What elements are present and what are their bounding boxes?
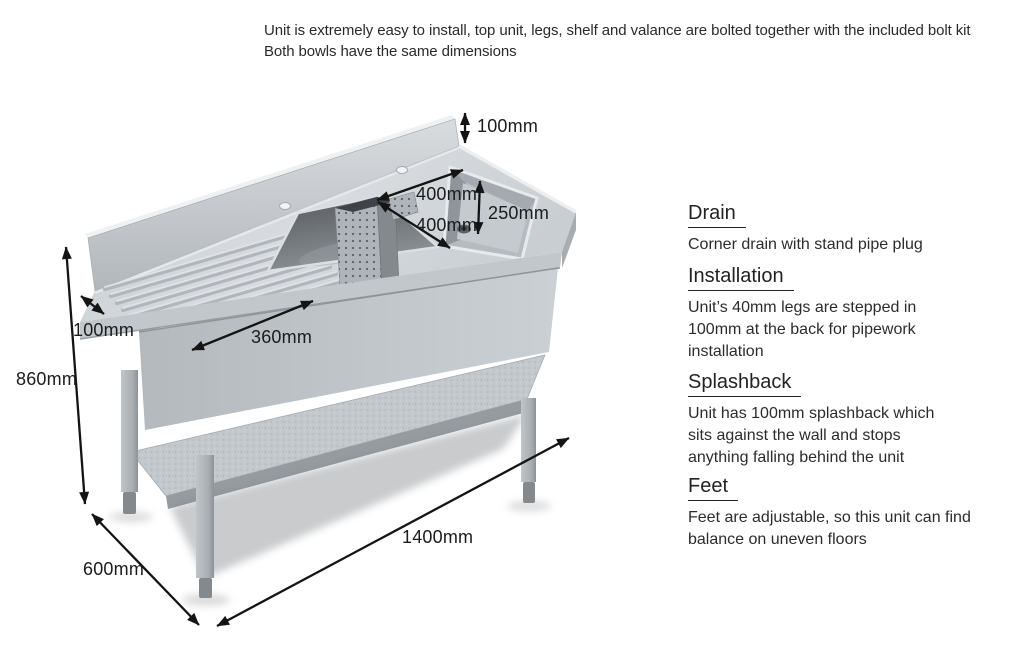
dim-label-unit-height: 860mm	[16, 369, 78, 389]
left-back-leg	[121, 370, 138, 514]
note-heading-drain: Drain	[688, 202, 746, 228]
dim-label-back-leg-inset: 100mm	[73, 320, 135, 340]
right-front-leg	[521, 398, 536, 503]
note-body-installation: Unit’s 40mm legs are stepped in 100mm at…	[688, 299, 917, 360]
dim-label-bowl-length: 400mm	[416, 215, 478, 235]
dim-line-bowl-length	[377, 201, 451, 249]
dim-line-unit-length	[216, 436, 570, 628]
note-feet: Feet Feet are adjustable, so this unit c…	[688, 475, 973, 551]
dim-label-unit-length: 1400mm	[402, 527, 474, 547]
intro-line-2: Both bowls have the same dimensions	[264, 43, 517, 60]
note-heading-installation: Installation	[688, 265, 794, 291]
left-front-leg	[196, 455, 214, 598]
dim-line-unit-height	[61, 246, 90, 505]
note-drain: Drain Corner drain with stand pipe plug	[688, 202, 973, 256]
note-installation: Installation Unit’s 40mm legs are steppe…	[688, 265, 938, 363]
dim-label-unit-depth: 600mm	[83, 559, 145, 579]
note-splashback: Splashback Unit has 100mm splashback whi…	[688, 371, 938, 469]
dim-line-bowl-depth	[473, 180, 485, 235]
note-heading-feet: Feet	[688, 475, 739, 501]
intro-paragraph: Unit is extremely easy to install, top u…	[264, 20, 1014, 62]
dim-line-unit-depth	[91, 513, 200, 626]
dimension-lines	[61, 112, 570, 628]
note-body-feet: Feet are adjustable, so this unit can fi…	[688, 509, 971, 548]
note-heading-splashback: Splashback	[688, 371, 802, 397]
dim-line-drainer-length	[191, 299, 314, 352]
dim-label-splashback-height: 100mm	[477, 116, 539, 136]
dim-line-bowl-width	[376, 168, 464, 202]
intro-line-1: Unit is extremely easy to install, top u…	[264, 22, 971, 39]
dim-label-bowl-width: 400mm	[416, 184, 478, 204]
note-body-drain: Corner drain with stand pipe plug	[688, 236, 923, 253]
dim-label-bowl-depth: 250mm	[488, 203, 550, 223]
note-body-splashback: Unit has 100mm splashback which sits aga…	[688, 405, 935, 466]
dim-label-drainer-length: 360mm	[251, 327, 313, 347]
